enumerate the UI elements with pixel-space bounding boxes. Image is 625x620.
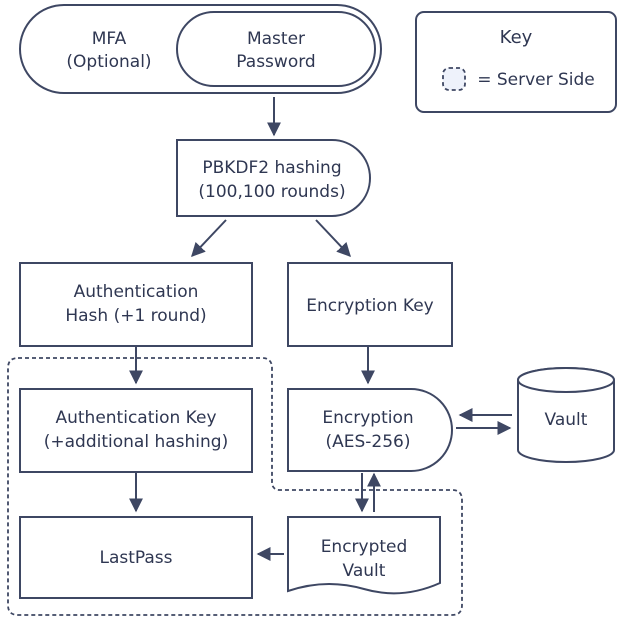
encrypted-vault-node [287,516,441,595]
vault-node-top [517,367,615,393]
auth-hash-node [19,262,253,347]
encrypted-vault-label: Encrypted [321,537,408,557]
key-box [415,11,617,113]
pbkdf2-label: PBKDF2 hashing [202,158,341,178]
pbkdf2-sub-label: (100,100 rounds) [198,182,345,202]
master-password-label: Master [247,29,305,49]
encryption-node [287,388,454,472]
key-title: Key [500,27,533,48]
mfa-label: MFA [92,29,127,49]
auth-key-node [19,388,253,473]
server-side-swatch [442,67,466,91]
vault-label: Vault [545,410,588,430]
auth-key-label: Authentication Key [55,408,216,428]
master-password-label-2: Password [236,52,315,72]
arrow-pbkdf2-to-auth-hash [191,219,227,258]
encryption-label: Encryption [322,408,413,428]
lastpass-node [19,516,253,599]
encryption-key-node [287,262,453,347]
encryption-key-label: Encryption Key [306,296,434,316]
pbkdf2-node [176,139,372,217]
arrow-pbkdf2-to-encryption-key [315,219,351,258]
mfa-sub-label: (Optional) [66,52,151,72]
server-side-region [7,357,463,616]
auth-hash-sub-label: Hash (+1 round) [65,306,206,326]
auth-hash-label: Authentication [74,282,199,302]
master-password-node [176,11,376,87]
encrypted-vault-sub-label: Vault [343,561,386,581]
key-legend-label: = Server Side [477,70,595,90]
lastpass-label: LastPass [99,548,172,568]
encryption-sub-label: (AES-256) [325,432,410,452]
auth-key-sub-label: (+additional hashing) [44,432,228,452]
